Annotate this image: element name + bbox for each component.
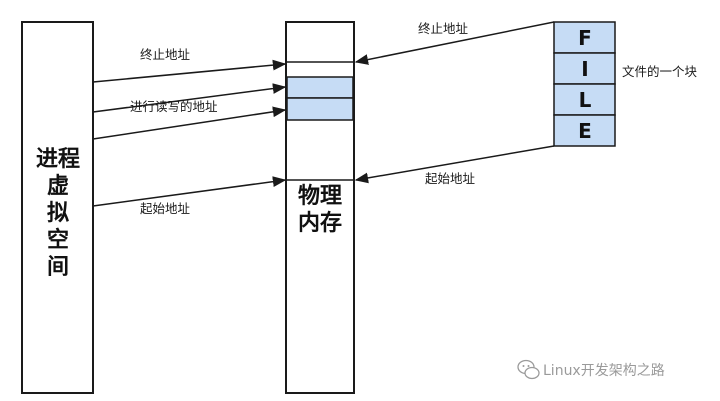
process-virtual-space-label-1: 进程 [36,147,80,172]
physical-memory-label-2: 内存 [298,210,342,236]
process-virtual-space-label-2: 虚 [47,173,69,199]
label-virtual-end: 终止地址 [140,47,191,62]
process-virtual-space-box [21,21,94,394]
physical-memory-label-1: 物理 [298,183,342,209]
label-virtual-start: 起始地址 [140,201,191,216]
wechat-icon [517,359,540,380]
file-block-E [553,114,616,147]
process-virtual-space-label-5: 间 [47,255,69,280]
arrow-virtual-start [92,176,287,207]
label-file-end: 终止地址 [418,21,469,36]
file-letter-I: I [581,57,588,81]
process-virtual-space-label-4: 空 [47,227,69,253]
arrow-read-write-1 [92,83,287,113]
file-block-label: 文件的一个块 [622,64,698,79]
watermark-text: Linux开发架构之路 [543,363,665,379]
file-letter-E: E [578,119,592,143]
label-file-start: 起始地址 [425,171,476,186]
file-block-F [553,21,616,54]
file-block-I [553,52,616,85]
file-letter-L: L [579,88,592,112]
arrow-virtual-end [92,59,287,83]
file-letter-F: F [578,26,592,50]
file-block-L [553,83,616,116]
physical-memory-mapped-block-1 [286,76,354,99]
label-read-write: 进行读写的地址 [130,99,218,114]
process-virtual-space-label-3: 拟 [47,201,69,226]
arrow-read-write-2 [92,106,287,140]
arrow-file-start [354,145,555,184]
arrow-file-end [354,21,555,65]
physical-memory-mapped-block-2 [286,97,354,121]
